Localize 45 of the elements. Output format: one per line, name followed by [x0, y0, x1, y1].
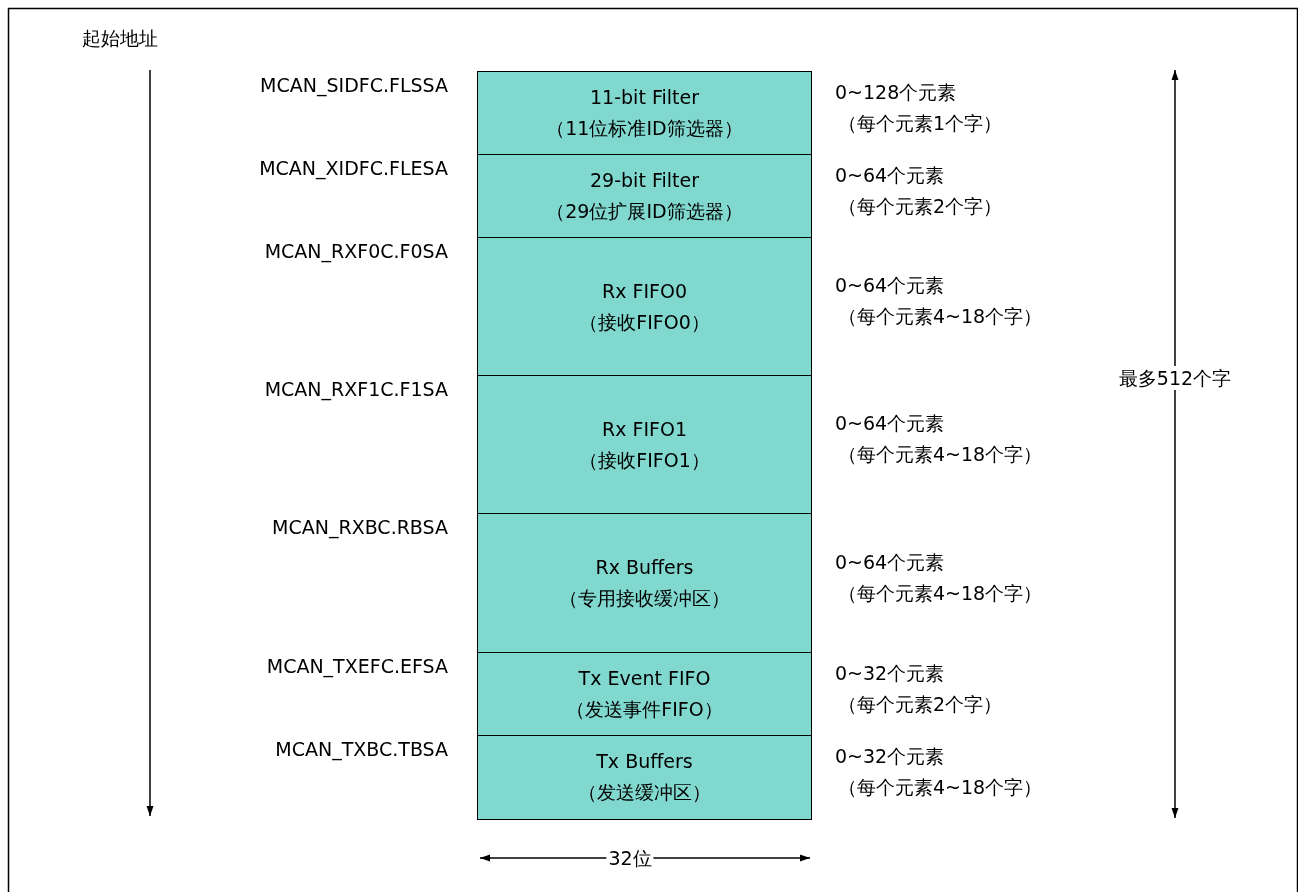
element-count: 0~64个元素	[835, 162, 945, 187]
word-count-note: （每个元素2个字）	[838, 691, 1003, 716]
word-count-note: （每个元素4~18个字）	[838, 774, 1043, 799]
memory-block	[477, 375, 812, 515]
element-count: 0~32个元素	[835, 743, 945, 768]
word-count-note: （每个元素1个字）	[838, 110, 1003, 135]
block-subtitle: （接收FIFO1）	[579, 447, 710, 473]
block-title: Tx Event FIFO	[578, 666, 711, 692]
memory-block	[477, 513, 812, 654]
block-subtitle: （发送事件FIFO）	[566, 697, 723, 723]
address-label: MCAN_TXBC.TBSA	[275, 737, 448, 761]
block-title: 11-bit Filter	[590, 85, 699, 111]
address-label: MCAN_SIDFC.FLSSA	[260, 73, 448, 97]
memory-block	[477, 154, 812, 239]
address-label: MCAN_RXF1C.F1SA	[264, 377, 448, 401]
address-label: MCAN_XIDFC.FLESA	[259, 156, 448, 180]
memory-block	[477, 735, 812, 820]
element-count: 0~64个元素	[835, 273, 945, 297]
block-title: Tx Buffers	[596, 749, 693, 775]
address-label: MCAN_RXBC.RBSA	[272, 515, 448, 539]
block-subtitle: （11位标准ID筛选器）	[546, 116, 743, 142]
element-count: 0~32个元素	[835, 660, 945, 685]
dimension-label: 32位	[606, 846, 654, 870]
address-label: MCAN_RXF0C.F0SA	[264, 239, 448, 263]
memory-block	[477, 237, 812, 377]
memory-block	[477, 71, 812, 156]
word-count-note: （每个元素4~18个字）	[838, 580, 1043, 605]
block-subtitle: （接收FIFO0）	[579, 309, 710, 335]
element-count: 0~64个元素	[835, 549, 945, 574]
element-count: 0~128个元素	[835, 79, 957, 104]
word-count-note: （每个元素4~18个字）	[838, 304, 1043, 328]
block-subtitle: （专用接收缓冲区）	[559, 586, 730, 612]
word-count-note: （每个元素2个字）	[838, 193, 1003, 218]
address-label: MCAN_TXEFC.EFSA	[266, 654, 448, 678]
dimension-label: 最多512个字	[1116, 366, 1234, 390]
block-title: Rx Buffers	[595, 555, 694, 581]
block-subtitle: （29位扩展ID筛选器）	[546, 199, 743, 225]
memory-block	[477, 652, 812, 737]
block-title: Rx FIFO0	[602, 278, 687, 304]
heading-label: 起始地址	[82, 26, 158, 50]
word-count-note: （每个元素4~18个字）	[838, 442, 1043, 466]
element-count: 0~64个元素	[835, 411, 945, 435]
block-title: Rx FIFO1	[602, 416, 687, 442]
block-title: 29-bit Filter	[590, 168, 699, 194]
block-subtitle: （发送缓冲区）	[578, 780, 711, 806]
